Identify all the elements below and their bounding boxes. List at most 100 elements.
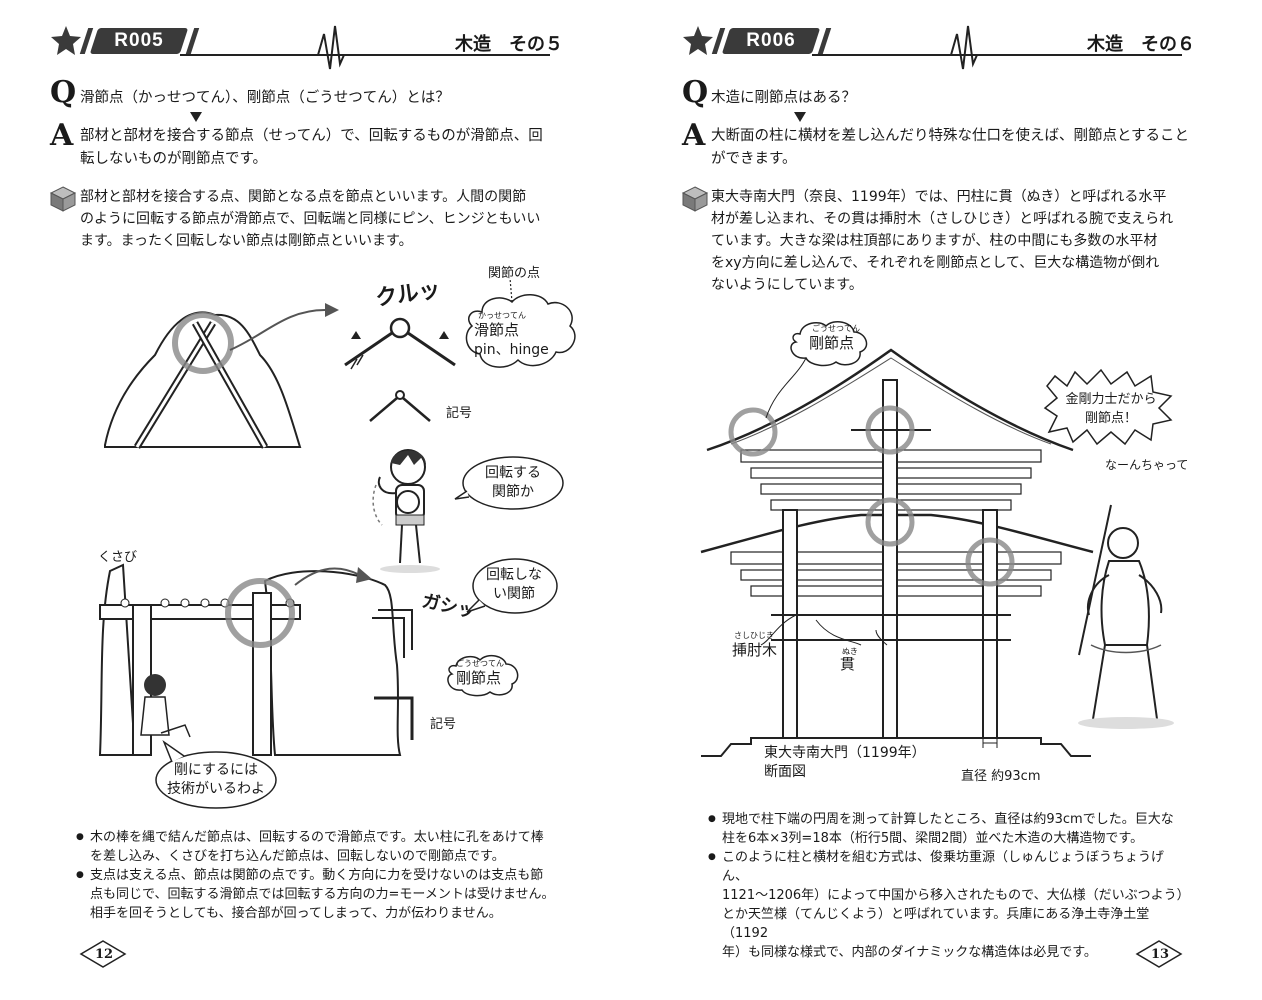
header-rule	[180, 54, 550, 56]
question-text: 滑節点（かっせつてん）、剛節点（ごうせつてん）とは？	[80, 90, 450, 106]
section-code-tag: R006	[721, 28, 821, 54]
heartbeat-icon	[933, 25, 993, 70]
bullet-item: このように柱と横材を組む方式は、俊乗坊重源（しゅんじょうぼうちょうげん、 112…	[708, 848, 1190, 962]
bullet-line: このように柱と横材を組む方式は、俊乗坊重源（しゅんじょうぼうちょうげん、	[722, 850, 1165, 884]
answer-line: 転しないものが剛節点です。	[80, 151, 268, 167]
rigid-ruby: ごうせつてん	[812, 324, 860, 333]
question-letter: Q	[682, 75, 709, 110]
rotate-bubble-text: 回転する 関節か	[473, 464, 553, 502]
bubble-line: 関節か	[492, 484, 534, 500]
norotate-speech-bubble	[466, 558, 558, 614]
body-line: 部材と部材を接合する点、関節となる点を節点といいます。人間の関節	[80, 189, 527, 205]
page-number-diamond	[79, 940, 127, 968]
down-arrow-icon	[794, 112, 806, 122]
page-number: 12	[95, 947, 114, 962]
page-number-diamond	[1135, 940, 1183, 968]
answer-letter: A	[682, 118, 706, 153]
rigid-name: 剛節点	[456, 669, 502, 687]
bullet-line: 相手を回そうとしても、接合部が回ってしまって、力が伝わりません。	[90, 906, 502, 921]
bullet-line: 支点は支える点、節点は関節の点です。動く方向に力を受けないのは支点も節	[90, 868, 544, 883]
bubble-line: 技術がいるわよ	[167, 781, 265, 797]
bullet-item: 現地で柱下端の円周を測って計算したところ、直径は約93cmでした。巨大な 柱を6…	[708, 810, 1188, 848]
hinge-english: pin、hinge	[474, 342, 549, 358]
norotate-bubble-text: 回転しな い関節	[478, 566, 550, 604]
bullet-line: 木の棒を縄で結んだ節点は、回転するので滑節点です。太い柱に孔をあけて棒	[90, 830, 544, 845]
sashihijiki-label: 挿肘木	[732, 641, 778, 659]
cube-icon	[49, 186, 77, 212]
kongo-bubble-text: 金剛力士だから 剛節点！	[1056, 390, 1166, 428]
bubble-line: 回転する	[485, 465, 541, 481]
nandaimon-section-drawing	[700, 348, 1094, 757]
hinge-cloud-bubble	[465, 277, 576, 368]
sashihijiki-ruby: さしひじき	[734, 631, 774, 640]
bullet-list: 現地で柱下端の円周を測って計算したところ、直径は約93cmでした。巨大な 柱を6…	[708, 810, 1190, 962]
bullet-line: 現地で柱下端の円周を測って計算したところ、直径は約93cmでした。巨大な	[722, 812, 1174, 827]
answer-text: 部材と部材を接合する節点（せってん）で、回転するものが滑節点、回 転しないものが…	[80, 125, 543, 171]
body-line: ています。大きな梁は柱頂部にありますが、柱の中間にも多数の水平材	[711, 233, 1158, 249]
tech-bubble-text: 剛にするには 技術がいるわよ	[160, 761, 272, 799]
kongo-rikishi-figure	[1078, 504, 1174, 729]
body-text: 東大寺南大門（奈良、1199年）では、円柱に貫（ぬき）と呼ばれる水平 材が差し込…	[711, 186, 1173, 296]
answer-letter: A	[50, 118, 74, 153]
bullet-line: とか天竺様（てんじくよう）と呼ばれています。兵庫にある浄土寺浄土堂（1192	[722, 907, 1150, 941]
bullet-item: 支点は支える点、節点は関節の点です。動く方向に力を受けないのは支点も節 点も同じ…	[76, 866, 556, 923]
answer-text: 大断面の柱に横材を差し込んだり特殊な仕口を使えば、剛節点とすること ができます。	[711, 125, 1189, 171]
section-code: R005	[114, 30, 164, 51]
bullet-line: を差し込み、くさびを打ち込んだ節点は、回転しないので剛節点です。	[90, 849, 505, 864]
kusabi-label: くさび	[98, 550, 138, 565]
hinge-ruby: かっせつてん	[478, 311, 526, 320]
tech-speech-bubble	[155, 739, 277, 809]
body-line: のように回転する節点が滑節点で、回転端と同様にピン、ヒンジともいい	[80, 211, 541, 227]
rigid-name: 剛節点	[809, 334, 855, 352]
bubble-line: 回転しな	[486, 567, 542, 583]
question-text: 木造に剛節点はある？	[711, 90, 856, 106]
body-line: 東大寺南大門（奈良、1199年）では、円柱に貫（ぬき）と呼ばれる水平	[711, 189, 1167, 205]
bullet-line: 柱を6本×3列=18本（桁行5間、梁間2間）並べた木造の大構造物です。	[722, 831, 1144, 846]
body-line: ないようにしています。	[711, 277, 863, 293]
bullet-line: 点も同じで、回転する滑節点では回転する方向の力=モーメントは受けません。	[90, 887, 555, 902]
question-letter: Q	[50, 75, 77, 110]
page-title: 木造 その６	[1087, 34, 1195, 55]
right-page: R006 木造 その６ Q 木造に剛節点はある？ A 大断面の柱に横材を差し込ん…	[631, 0, 1262, 1000]
heartbeat-icon	[300, 25, 360, 70]
rigid-cloud-bubble	[765, 320, 868, 419]
header-slash	[185, 28, 200, 54]
bullet-list: 木の棒を縄で結んだ節点は、回転するので滑節点です。太い柱に孔をあけて棒 を差し込…	[76, 828, 556, 923]
page-number: 13	[1151, 947, 1170, 962]
rigid-joint-sketch	[372, 609, 414, 740]
bubble-line: い関節	[493, 586, 535, 602]
rotate-speech-bubble	[454, 456, 564, 510]
nuki-label: 貫	[840, 655, 856, 673]
answer-line: 部材と部材を接合する節点（せってん）で、回転するものが滑節点、回	[80, 128, 543, 144]
nuki-ruby: ぬき	[842, 647, 858, 656]
body-line: 材が差し込まれ、その貫は挿肘木（さしひじき）と呼ばれる腕で支えられ	[711, 211, 1174, 227]
naanchatte-text: なーんちゃって	[1105, 458, 1189, 472]
caption-line: 東大寺南大門（1199年）	[764, 745, 926, 761]
cube-icon	[681, 186, 709, 212]
left-page: R005 木造 その５ Q 滑節点（かっせつてん）、剛節点（ごうせつてん）とは？…	[0, 0, 631, 1000]
hinge-symbol-label: 記号	[446, 406, 473, 421]
star-icon	[683, 26, 713, 55]
section-code: R006	[746, 30, 796, 51]
section-code-tag: R005	[89, 28, 189, 54]
rope-joint-illustration	[104, 303, 456, 449]
wedge-joint-illustration	[98, 563, 402, 756]
diameter-label: 直径 約93cm	[961, 769, 1041, 784]
bubble-line: 剛にするには	[173, 762, 259, 778]
bubble-line: 剛節点！	[1084, 411, 1137, 426]
header-slash	[817, 28, 832, 54]
rigid-ruby: ごうせつてん	[456, 659, 504, 668]
bullet-line: 年）も同様な様式で、内部のダイナミックな構造体は必見です。	[722, 945, 1097, 960]
bubble-line: 金剛力士だから	[1065, 392, 1157, 407]
down-arrow-icon	[190, 112, 202, 122]
body-text: 部材と部材を接合する点、関節となる点を節点といいます。人間の関節 のように回転す…	[80, 186, 540, 252]
answer-line: 大断面の柱に横材を差し込んだり特殊な仕口を使えば、剛節点とすること	[711, 128, 1190, 144]
caption-line: 断面図	[764, 764, 806, 780]
body-line: をxy方向に差し込んで、それぞれを剛節点として、巨大な構造物が倒れ	[711, 255, 1160, 271]
boy-character	[372, 449, 440, 573]
body-line: ます。まったく回転しない節点は剛節点といいます。	[80, 233, 413, 249]
kongo-speech-bubble	[1043, 368, 1173, 446]
bullet-item: 木の棒を縄で結んだ節点は、回転するので滑節点です。太い柱に孔をあけて棒 を差し込…	[76, 828, 556, 866]
page-title: 木造 その５	[455, 34, 563, 55]
rigid-symbol-label: 記号	[430, 717, 457, 732]
